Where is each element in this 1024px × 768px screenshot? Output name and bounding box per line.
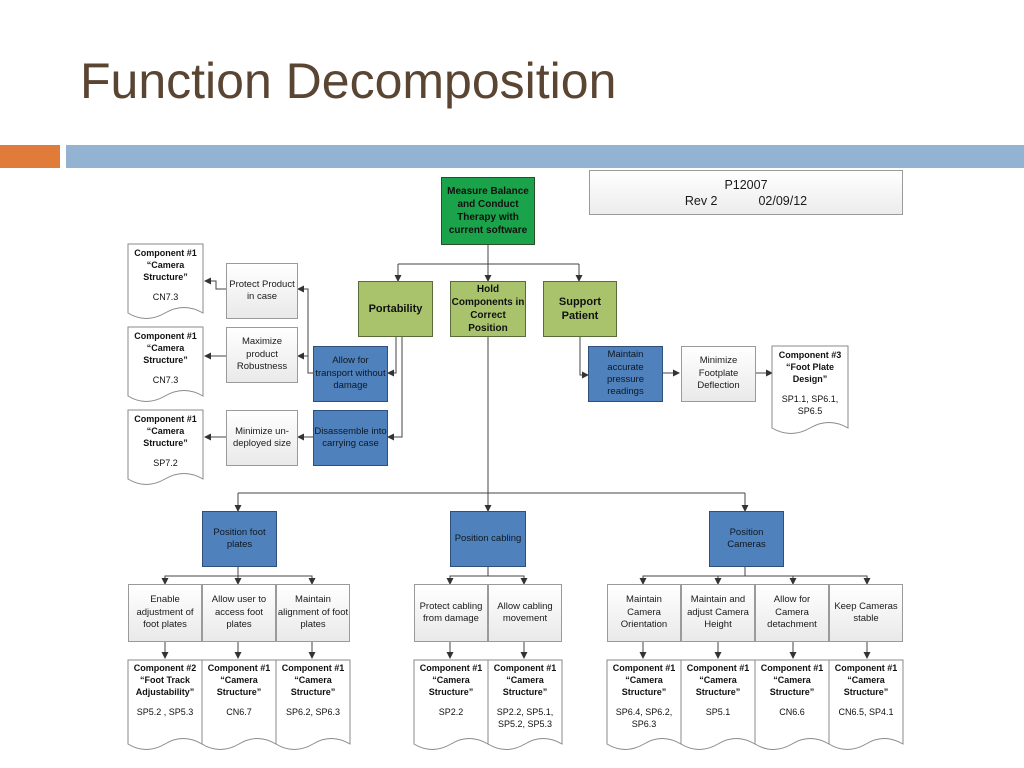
func-minimize-size: Minimize un-deployed size: [226, 410, 298, 466]
func-position-cameras: Position Cameras: [709, 511, 784, 567]
component-cam-orient: Component #1 “Camera Structure” SP6.4, S…: [612, 663, 676, 729]
component-port-protect: Component #1 “Camera Structure” CN7.3: [134, 248, 197, 302]
doc-shape-foot-access: [201, 659, 277, 750]
component-port-size: Component #1 “Camera Structure” SP7.2: [134, 414, 197, 468]
doc-shape-cab-move: [487, 659, 563, 750]
revision-box: P12007 Rev 2 02/09/12: [589, 170, 903, 215]
doc-shape-port-protect: [127, 243, 204, 319]
func-disassemble: Disassemble into carrying case: [313, 410, 388, 466]
component-cam-stable: Component #1 “Camera Structure” CN6.5, S…: [834, 663, 898, 717]
func-cameras-stable: Keep Cameras stable: [829, 584, 903, 642]
func-allow-cabling-movement: Allow cabling movement: [488, 584, 562, 642]
func-maintain-alignment: Maintain alignment of foot plates: [276, 584, 350, 642]
func-position-foot-plates: Position foot plates: [202, 511, 277, 567]
doc-shape-port-size: [127, 409, 204, 485]
doc-shape-cam-orient: [606, 659, 682, 750]
component-cab-move: Component #1 “Camera Structure” SP2.2, S…: [493, 663, 557, 729]
component-foot-access: Component #1 “Camera Structure” CN6.7: [207, 663, 271, 717]
project-code: P12007: [724, 178, 768, 192]
func-protect-cabling: Protect cabling from damage: [414, 584, 488, 642]
func-support-patient: Support Patient: [543, 281, 617, 337]
revision-number: Rev 2: [684, 194, 718, 208]
doc-shape-foot-adjust: [127, 659, 203, 750]
doc-shape-port-robust: [127, 326, 204, 402]
func-enable-adjustment: Enable adjustment of foot plates: [128, 584, 202, 642]
revision-date: 02/09/12: [758, 194, 808, 208]
component-cam-detach: Component #1 “Camera Structure” CN6.6: [760, 663, 824, 717]
func-allow-transport: Allow for transport without damage: [313, 346, 388, 402]
title-accent-blue: [66, 145, 1024, 168]
func-camera-detachment: Allow for Camera detachment: [755, 584, 829, 642]
component-foot-align: Component #1 “Camera Structure” SP6.2, S…: [281, 663, 345, 717]
component-foot-adjust: Component #2 “Foot Track Adjustability” …: [133, 663, 197, 717]
func-position-cabling: Position cabling: [450, 511, 526, 567]
component-cab-protect: Component #1 “Camera Structure” SP2.2: [419, 663, 483, 717]
func-allow-access: Allow user to access foot plates: [202, 584, 276, 642]
page-title: Function Decomposition: [80, 53, 617, 109]
func-maintain-pressure: Maintain accurate pressure readings: [588, 346, 663, 402]
func-camera-orientation: Maintain Camera Orientation: [607, 584, 681, 642]
func-protect-product: Protect Product in case: [226, 263, 298, 319]
component-cam-height: Component #1 “Camera Structure” SP5.1: [686, 663, 750, 717]
root-function: Measure Balance and Conduct Therapy with…: [441, 177, 535, 245]
doc-shape-cam-stable: [828, 659, 904, 750]
func-portability: Portability: [358, 281, 433, 337]
doc-shape-support: [771, 345, 849, 434]
func-minimize-deflection: Minimize Footplate Deflection: [681, 346, 756, 402]
component-support: Component #3 “Foot Plate Design” SP1.1, …: [778, 350, 842, 416]
func-camera-height: Maintain and adjust Camera Height: [681, 584, 755, 642]
func-hold-components: Hold Components in Correct Position: [450, 281, 526, 337]
func-maximize-robustness: Maximize product Robustness: [226, 327, 298, 383]
doc-shape-cam-height: [680, 659, 756, 750]
component-port-robust: Component #1 “Camera Structure” CN7.3: [134, 331, 197, 385]
doc-shape-cab-protect: [413, 659, 489, 750]
doc-shape-foot-align: [275, 659, 351, 750]
doc-shape-cam-detach: [754, 659, 830, 750]
title-accent-orange: [0, 145, 60, 168]
